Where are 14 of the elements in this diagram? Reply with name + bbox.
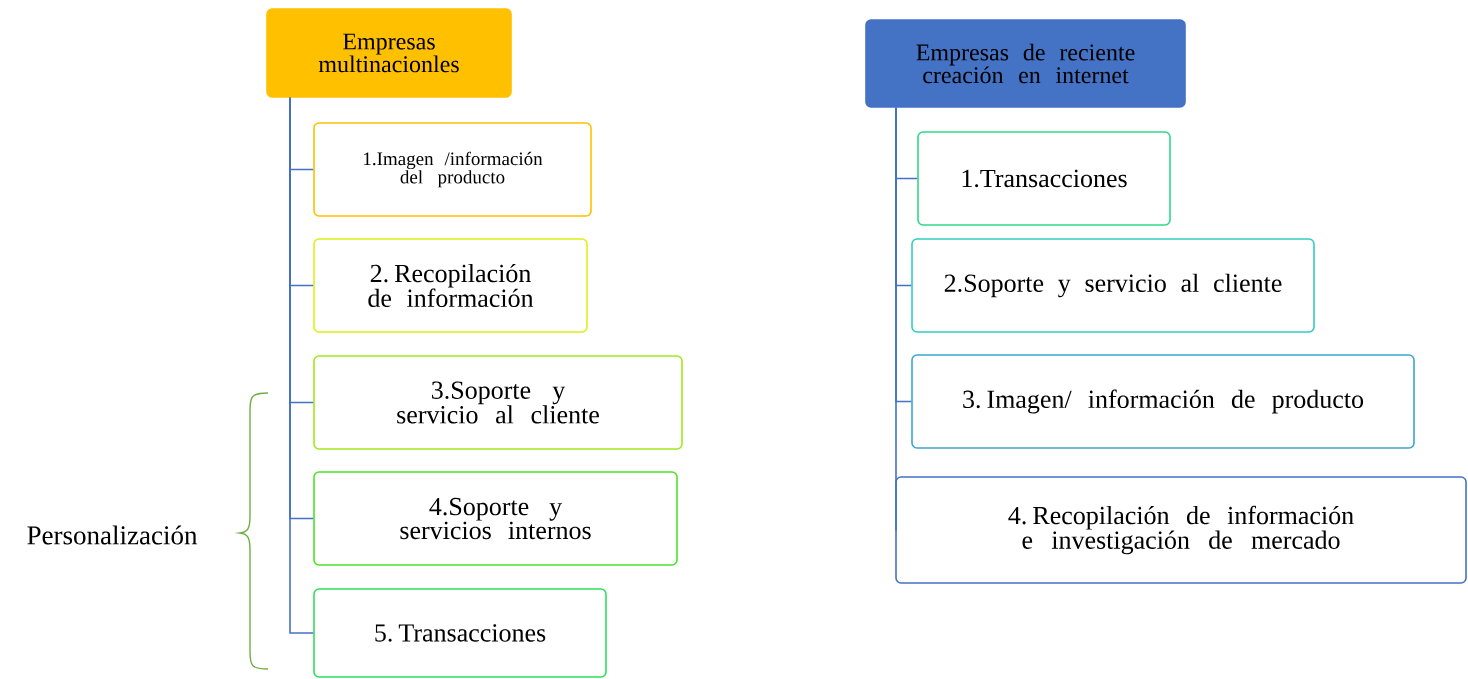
- item-box: 3.Soporte y servicio al cliente: [313, 355, 683, 450]
- item-box: 1.Transacciones: [917, 131, 1171, 226]
- item-box: 2. Recopilación de información: [313, 238, 588, 333]
- header-box: Empresas de reciente creación en internet: [865, 19, 1186, 108]
- connector-line: [289, 97, 314, 634]
- item-box: 4. Recopilación de información e investigación de mercado: [895, 476, 1467, 584]
- bracket-label: Personalización: [27, 525, 198, 545]
- header-box: Empresas multinacionles: [266, 8, 512, 98]
- item-box: 3. Imagen/ información de producto: [911, 354, 1415, 449]
- connector-line: [894, 107, 897, 531]
- item-box: 5. Transacciones: [313, 588, 607, 678]
- item-box: 1.Imagen /información del producto: [313, 122, 592, 217]
- item-box: 4.Soporte y servicios internos: [313, 471, 678, 566]
- item-box: 2.Soporte y servicio al cliente: [911, 238, 1315, 333]
